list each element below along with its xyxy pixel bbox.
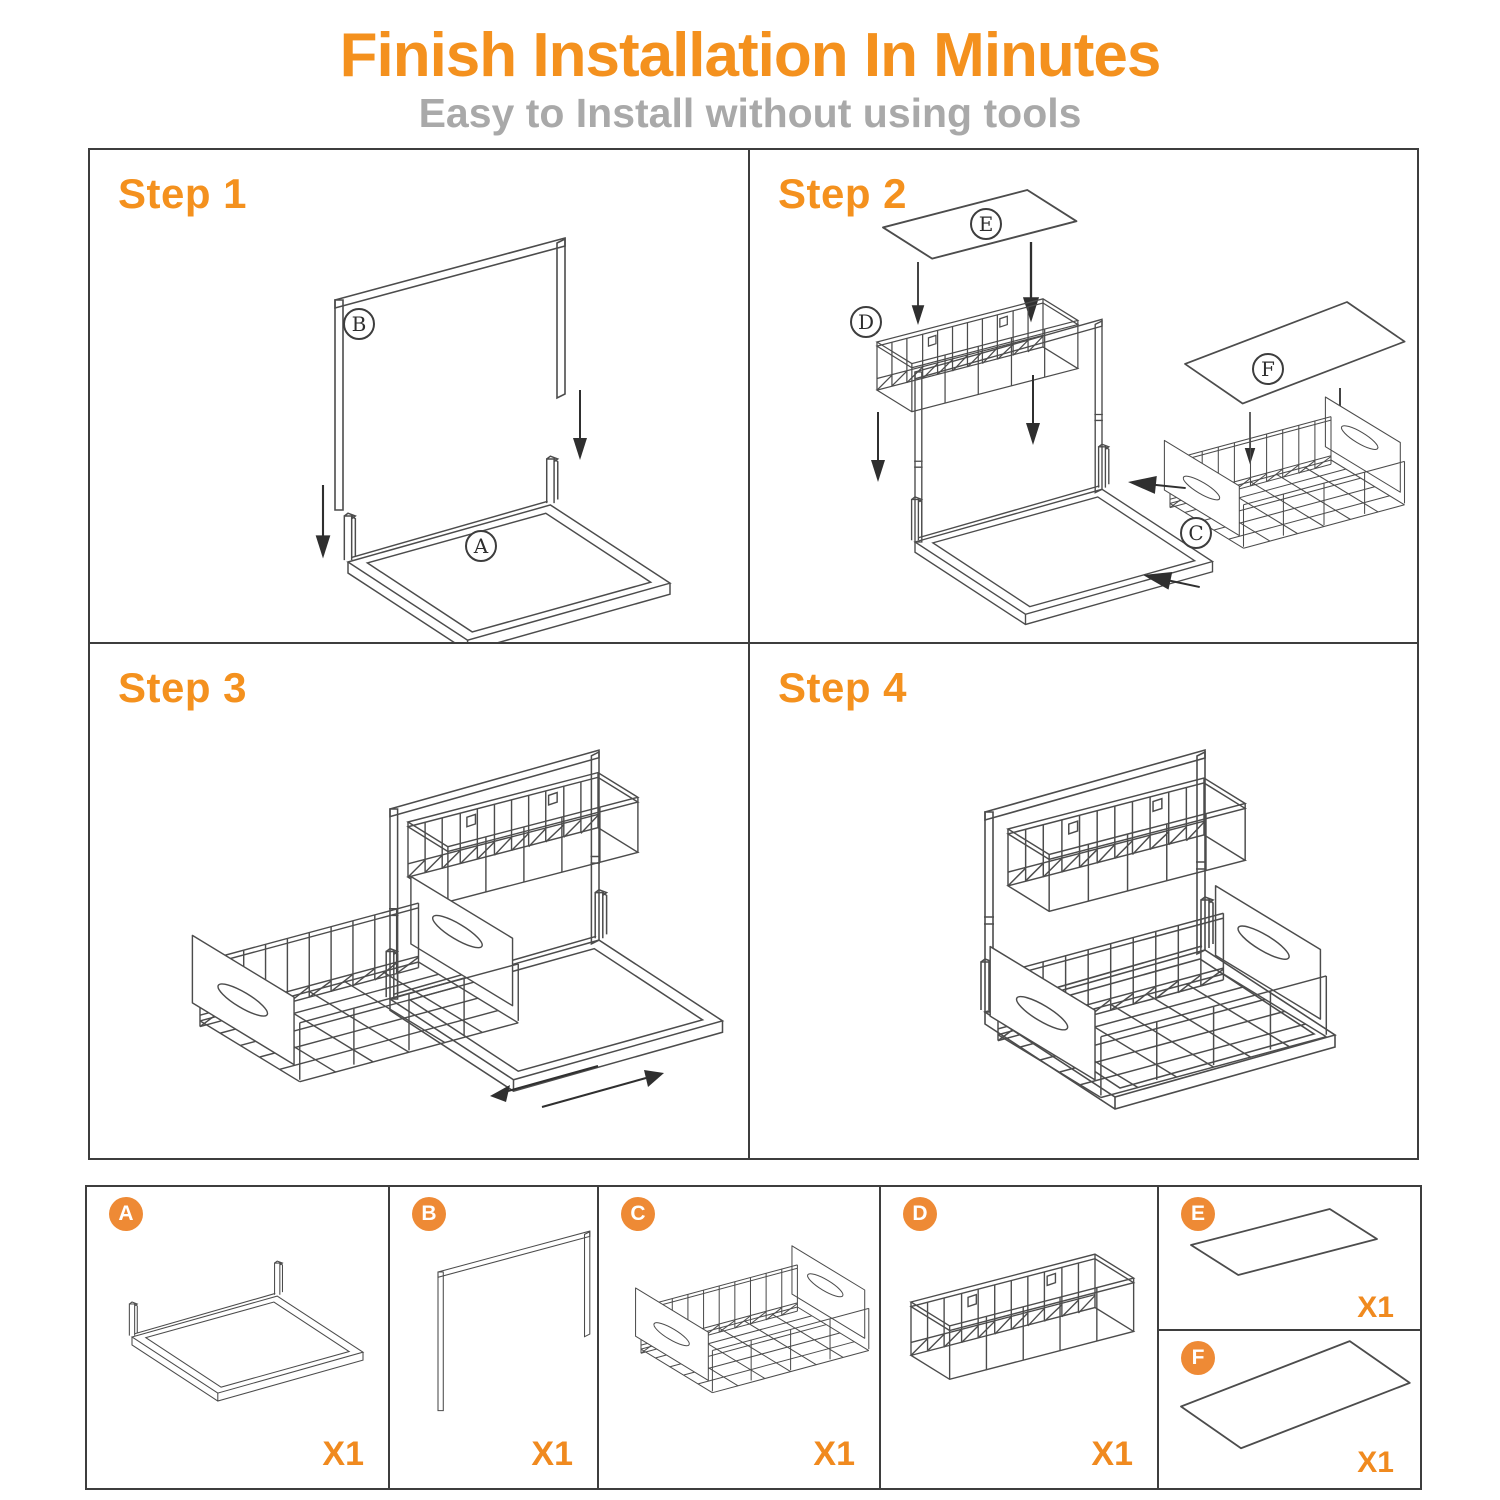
part-ref-c: C (1180, 517, 1212, 549)
down-arrow-icon (314, 483, 332, 560)
down-arrow-icon (870, 411, 886, 483)
small-basket-part (1007, 777, 1246, 913)
down-arrow-icon (910, 261, 926, 326)
step-4-label: Step 4 (778, 664, 908, 711)
part-cell-a: A X1 (87, 1187, 390, 1488)
step-2-diagram (870, 189, 1406, 626)
page-subtitle: Easy to Install without using tools (418, 90, 1082, 136)
part-qty-f: X1 (1357, 1446, 1394, 1479)
part-ref-e: E (970, 208, 1002, 240)
step-3-diagram (191, 749, 724, 1108)
page-title: Finish Installation In Minutes (339, 21, 1162, 90)
liner-mat-f-part (1184, 301, 1406, 405)
part-cell-ef: E X1 F X1 (1159, 1187, 1420, 1488)
part-qty-e: X1 (1357, 1291, 1394, 1324)
down-arrow-icon (1025, 374, 1041, 446)
step-3-panel: Step 3 (90, 644, 750, 1158)
part-cell-c: C X1 (599, 1187, 881, 1488)
step-1-panel: Step 1 B A (90, 150, 750, 644)
part-cell-e: E X1 (1159, 1187, 1420, 1331)
part-qty-d: X1 (1091, 1435, 1133, 1473)
u-frame-part (334, 237, 566, 511)
parts-list: A X1 B X1 C X1 D X1 (85, 1185, 1422, 1490)
part-badge-f: F (1181, 1341, 1215, 1375)
step-4-diagram (980, 749, 1336, 1110)
part-badge-c: C (621, 1197, 655, 1231)
step-2-panel: Step 2 E D F C (750, 150, 1417, 644)
part-cell-f: F X1 (1159, 1331, 1420, 1488)
left-arrow-icon (1140, 565, 1203, 597)
small-basket-part (876, 298, 1079, 413)
part-cell-b: B X1 (390, 1187, 599, 1488)
upright-frame (913, 318, 1104, 543)
part-badge-e: E (1181, 1197, 1215, 1231)
step-3-label: Step 3 (118, 664, 248, 711)
part-badge-a: A (109, 1197, 143, 1231)
part-ref-d: D (850, 306, 882, 338)
part-qty-b: X1 (531, 1435, 573, 1473)
part-qty-a: X1 (322, 1435, 364, 1473)
steps-grid: Step 1 B A Step 2 (88, 148, 1419, 1160)
part-ref-f: F (1252, 353, 1284, 385)
large-basket-part (989, 885, 1328, 1099)
slide-arrow-icon (490, 1065, 664, 1108)
step-2-label: Step 2 (778, 170, 908, 217)
part-ref-b: B (343, 308, 375, 340)
part-ref-a: A (465, 530, 497, 562)
step-4-panel: Step 4 (750, 644, 1417, 1158)
step-1-diagram (314, 237, 671, 642)
step-1-label: Step 1 (118, 170, 248, 217)
part-qty-c: X1 (813, 1435, 855, 1473)
base-frame-part (343, 455, 671, 642)
part-badge-d: D (903, 1197, 937, 1231)
part-badge-b: B (412, 1197, 446, 1231)
part-cell-d: D X1 (881, 1187, 1159, 1488)
down-arrow-icon (1021, 240, 1041, 324)
small-basket-part (407, 771, 639, 903)
down-arrow-icon (572, 389, 588, 461)
